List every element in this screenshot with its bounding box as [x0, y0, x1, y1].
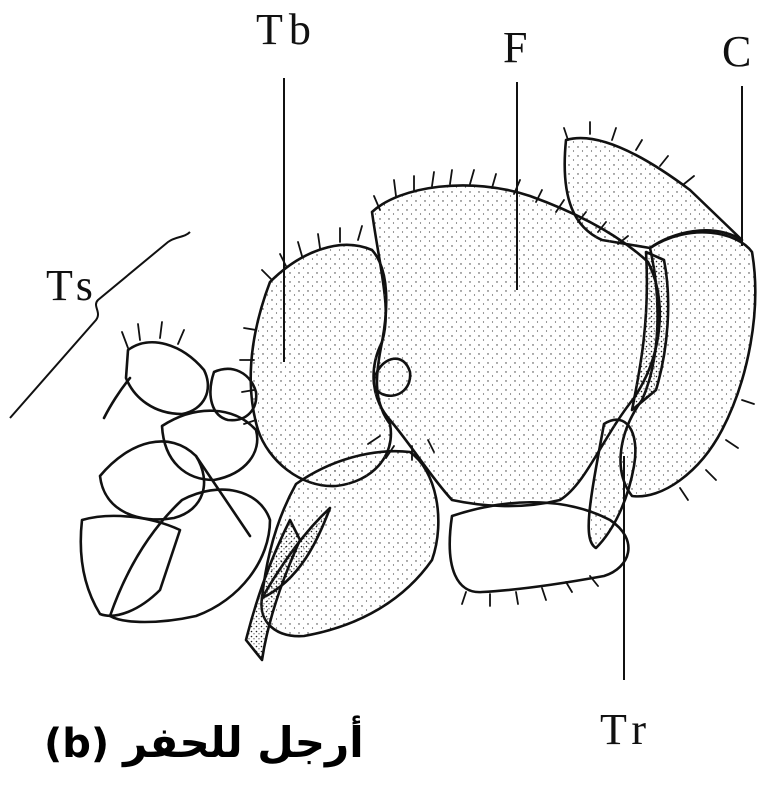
label-femur: F [503, 26, 533, 70]
femur-lower-lobe [450, 502, 629, 592]
tarsus-segment-3 [162, 411, 257, 480]
ts-bracket [10, 232, 190, 418]
tarsus-segment-1 [126, 342, 208, 414]
tarsus-segment-2 [210, 369, 256, 420]
label-tarsus: Ts [46, 264, 99, 308]
tibia [251, 245, 391, 486]
label-trochanter: Tr [600, 708, 652, 752]
tarsus-segment-4 [100, 441, 204, 519]
label-tibia: Tb [256, 8, 317, 52]
figure-caption: (b) أرجل للحفر [44, 718, 364, 767]
tarsus-segment-5 [81, 516, 180, 616]
label-coxa: C [722, 30, 757, 74]
caption-letter: (b) [44, 721, 109, 767]
tarsal-claw [104, 378, 130, 418]
caption-arabic: أرجل للحفر [123, 718, 364, 767]
